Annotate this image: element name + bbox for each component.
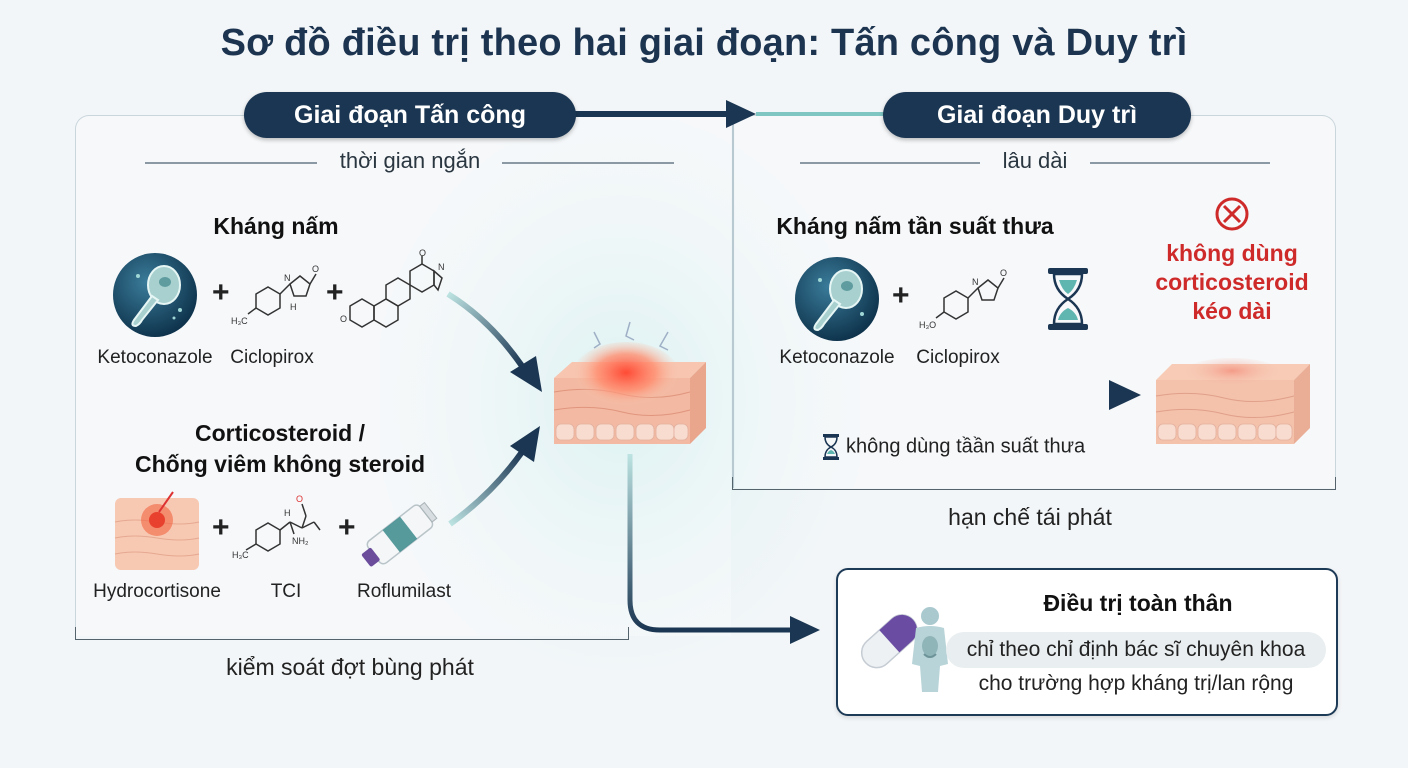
chem-label: N (284, 273, 291, 283)
drug-label: Roflumilast (357, 581, 451, 602)
maintenance-outcome-bracket (732, 477, 1336, 490)
rule (145, 162, 317, 164)
ciclopirox-structure-icon: H₃O O N (919, 268, 1007, 330)
drug-label: Ciclopirox (916, 347, 1000, 368)
maintenance-phase-pill: Giai đoạn Duy trì (883, 92, 1191, 138)
attack-outcome: kiểm soát đợt bùng phát (226, 654, 474, 680)
inflamed-skin-icon (553, 321, 706, 444)
chem-label: O (312, 264, 319, 274)
maintenance-antifungal-heading: Kháng nấm tần suất thưa (776, 213, 1054, 239)
cream-tube-icon (361, 501, 438, 567)
chem-label: H₃O (919, 320, 936, 330)
attack-phase-pill: Giai đoạn Tấn công (244, 92, 576, 138)
chem-label: NH₂ (292, 536, 309, 546)
anti-inflammatory-heading-line2: Chống viêm không steroid (134, 451, 426, 477)
hourglass-icon (823, 434, 839, 460)
drug-label: Ciclopirox (230, 347, 314, 368)
fungus-cell-icon (795, 257, 879, 341)
warning-line3: kéo dài (1192, 298, 1272, 324)
plus-sign: + (212, 276, 230, 309)
chem-label: O (1000, 268, 1007, 278)
chem-label: H (290, 302, 297, 312)
plus-sign: + (212, 511, 230, 544)
skin-inflammation-icon (114, 491, 200, 570)
chem-label: O (419, 248, 426, 258)
healthy-skin-icon (1155, 358, 1310, 444)
systemic-line2: cho trường hợp kháng trị/lan rộng (978, 672, 1294, 695)
rule (1090, 162, 1270, 164)
hourglass-icon (1048, 268, 1088, 330)
maintenance-flow-arrow (735, 380, 1141, 410)
ciclopirox-structure-icon: H₃C O N H (231, 264, 319, 326)
drug-label: Ketoconazole (97, 347, 213, 368)
no-entry-icon (1215, 197, 1249, 231)
drug-label: Hydrocortisone (93, 581, 221, 602)
chem-label: N (438, 262, 445, 272)
maintenance-duration: lâu dài (1002, 148, 1068, 173)
chem-label: H₃C (232, 550, 249, 560)
chem-label: N (972, 277, 979, 287)
systemic-connector-arrow (627, 454, 820, 644)
rule (800, 162, 980, 164)
chem-label: O (340, 314, 347, 324)
maintenance-note-text: không dùng tầần suất thưa (846, 435, 1086, 458)
warning-line1: không dùng (1166, 240, 1298, 266)
chem-label: H (284, 508, 291, 518)
steroid-structure-icon: O O N (340, 248, 445, 328)
systemic-treatment-box: Điều trị toàn thân chỉ theo chỉ định bác… (836, 568, 1338, 716)
plus-sign: + (326, 276, 344, 309)
systemic-title: Điều trị toàn thân (1043, 590, 1233, 616)
fungus-cell-icon (113, 253, 197, 337)
drug-label: Ketoconazole (779, 347, 895, 368)
drug-label: TCI (270, 581, 302, 602)
anti-inflammatory-heading-line1: Corticosteroid / (195, 420, 365, 446)
phase-arrow (570, 100, 890, 128)
plus-sign: + (892, 279, 910, 312)
maintenance-outcome: hạn chế tái phát (948, 504, 1112, 530)
attack-outcome-bracket (75, 627, 629, 640)
chem-label: H₃C (231, 316, 248, 326)
plus-sign: + (338, 511, 356, 544)
rule (502, 162, 674, 164)
maintenance-note: không dùng tầần suất thưa (822, 433, 1122, 461)
systemic-line1: chỉ theo chỉ định bác sĩ chuyên khoa (946, 632, 1326, 668)
attack-duration: thời gian ngắn (339, 148, 481, 173)
attack-antifungal-heading: Kháng nấm (213, 213, 339, 239)
phase-divider (732, 118, 734, 488)
flow-arrows-to-skin (446, 291, 542, 527)
tci-structure-icon: O NH₂ H₃C H (232, 494, 321, 560)
page-title: Sơ đồ điều trị theo hai giai đoạn: Tấn c… (220, 22, 1188, 64)
warning-line2: corticosteroid (1155, 269, 1309, 295)
chem-label: O (296, 494, 303, 504)
pill-body-icon (860, 607, 948, 692)
